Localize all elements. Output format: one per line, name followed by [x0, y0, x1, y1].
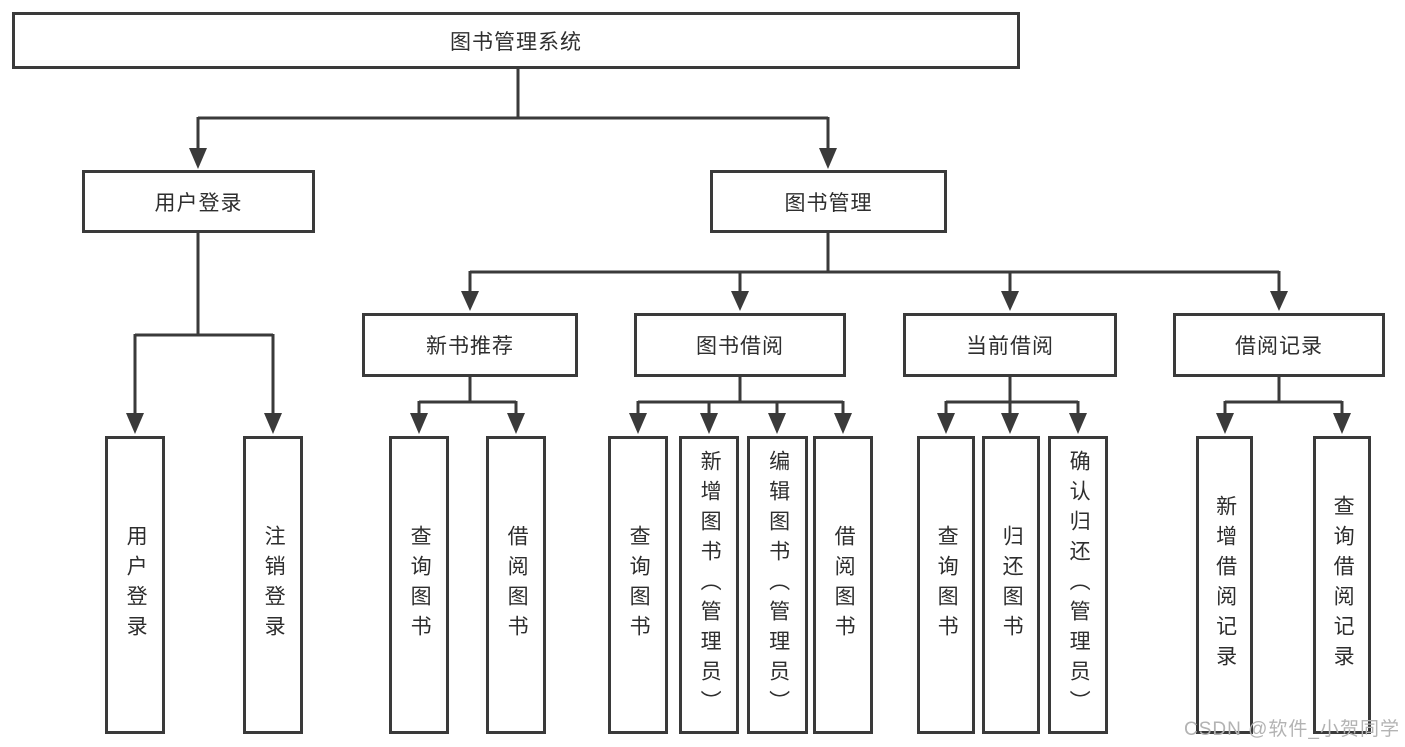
node-label: 借阅记录 — [1235, 335, 1323, 358]
node-label: 查询图书 — [935, 525, 959, 645]
node-label: 编辑图书（管理员） — [766, 450, 790, 720]
node-label: 确认归还（管理员） — [1067, 450, 1091, 720]
node-label: 新书推荐 — [426, 335, 514, 358]
arrowhead — [461, 291, 479, 311]
csdn-watermark: CSDN @软件_小贺同学 — [1184, 719, 1400, 740]
node-label: 图书借阅 — [696, 335, 784, 358]
node-label: 当前借阅 — [966, 335, 1054, 358]
leaf-recommend-query-books: 查询图书 — [389, 436, 449, 734]
arrowhead — [629, 413, 647, 434]
node-label: 借阅图书 — [832, 525, 856, 645]
node-new-book-recommend: 新书推荐 — [362, 313, 578, 377]
arrowhead — [937, 413, 955, 434]
leaf-current-confirm-return-admin: 确认归还（管理员） — [1048, 436, 1108, 734]
leaf-records-add-record: 新增借阅记录 — [1196, 436, 1253, 734]
arrowhead — [819, 148, 837, 169]
leaf-recommend-borrow-books: 借阅图书 — [486, 436, 546, 734]
node-label: 用户登录 — [154, 191, 243, 215]
arrowhead — [1001, 291, 1019, 311]
leaf-borrow-edit-books-admin: 编辑图书（管理员） — [747, 436, 808, 734]
arrowhead — [1333, 413, 1351, 434]
node-label: 新增借阅记录 — [1213, 495, 1237, 675]
arrowhead — [1001, 413, 1019, 434]
arrowhead — [700, 413, 718, 434]
node-label: 查询借阅记录 — [1331, 495, 1355, 675]
node-label: 注销登录 — [262, 525, 286, 645]
node-current-borrow: 当前借阅 — [903, 313, 1117, 377]
leaf-borrow-borrow-books: 借阅图书 — [813, 436, 873, 734]
arrowhead — [834, 413, 852, 434]
arrowhead — [731, 291, 749, 311]
node-label: 查询图书 — [408, 525, 432, 645]
node-label: 新增图书（管理员） — [698, 450, 722, 720]
arrowhead — [768, 413, 786, 434]
arrowhead — [1069, 413, 1087, 434]
arrowhead — [1216, 413, 1234, 434]
arrowhead — [126, 413, 144, 434]
arrowhead — [264, 413, 282, 434]
node-user-login: 用户登录 — [82, 170, 315, 233]
arrowhead — [410, 413, 428, 434]
node-label: 借阅图书 — [505, 525, 529, 645]
node-label: 用户登录 — [124, 525, 148, 645]
node-book-borrow: 图书借阅 — [634, 313, 846, 377]
node-label: 查询图书 — [627, 525, 651, 645]
arrowhead — [1270, 291, 1288, 311]
leaf-borrow-add-books-admin: 新增图书（管理员） — [679, 436, 739, 734]
arrowhead — [507, 413, 525, 434]
node-label: 图书管理 — [784, 191, 873, 215]
leaf-current-return-books: 归还图书 — [982, 436, 1040, 734]
node-label: 归还图书 — [1000, 525, 1024, 645]
node-label: 图书管理系统 — [450, 30, 582, 54]
leaf-logout: 注销登录 — [243, 436, 303, 734]
node-library-management-system: 图书管理系统 — [12, 12, 1020, 69]
leaf-records-query-record: 查询借阅记录 — [1313, 436, 1371, 734]
arrowhead — [189, 148, 207, 169]
leaf-current-query-books: 查询图书 — [917, 436, 975, 734]
node-book-management: 图书管理 — [710, 170, 947, 233]
node-borrow-records: 借阅记录 — [1173, 313, 1385, 377]
leaf-user-login: 用户登录 — [105, 436, 165, 734]
leaf-borrow-query-books: 查询图书 — [608, 436, 668, 734]
